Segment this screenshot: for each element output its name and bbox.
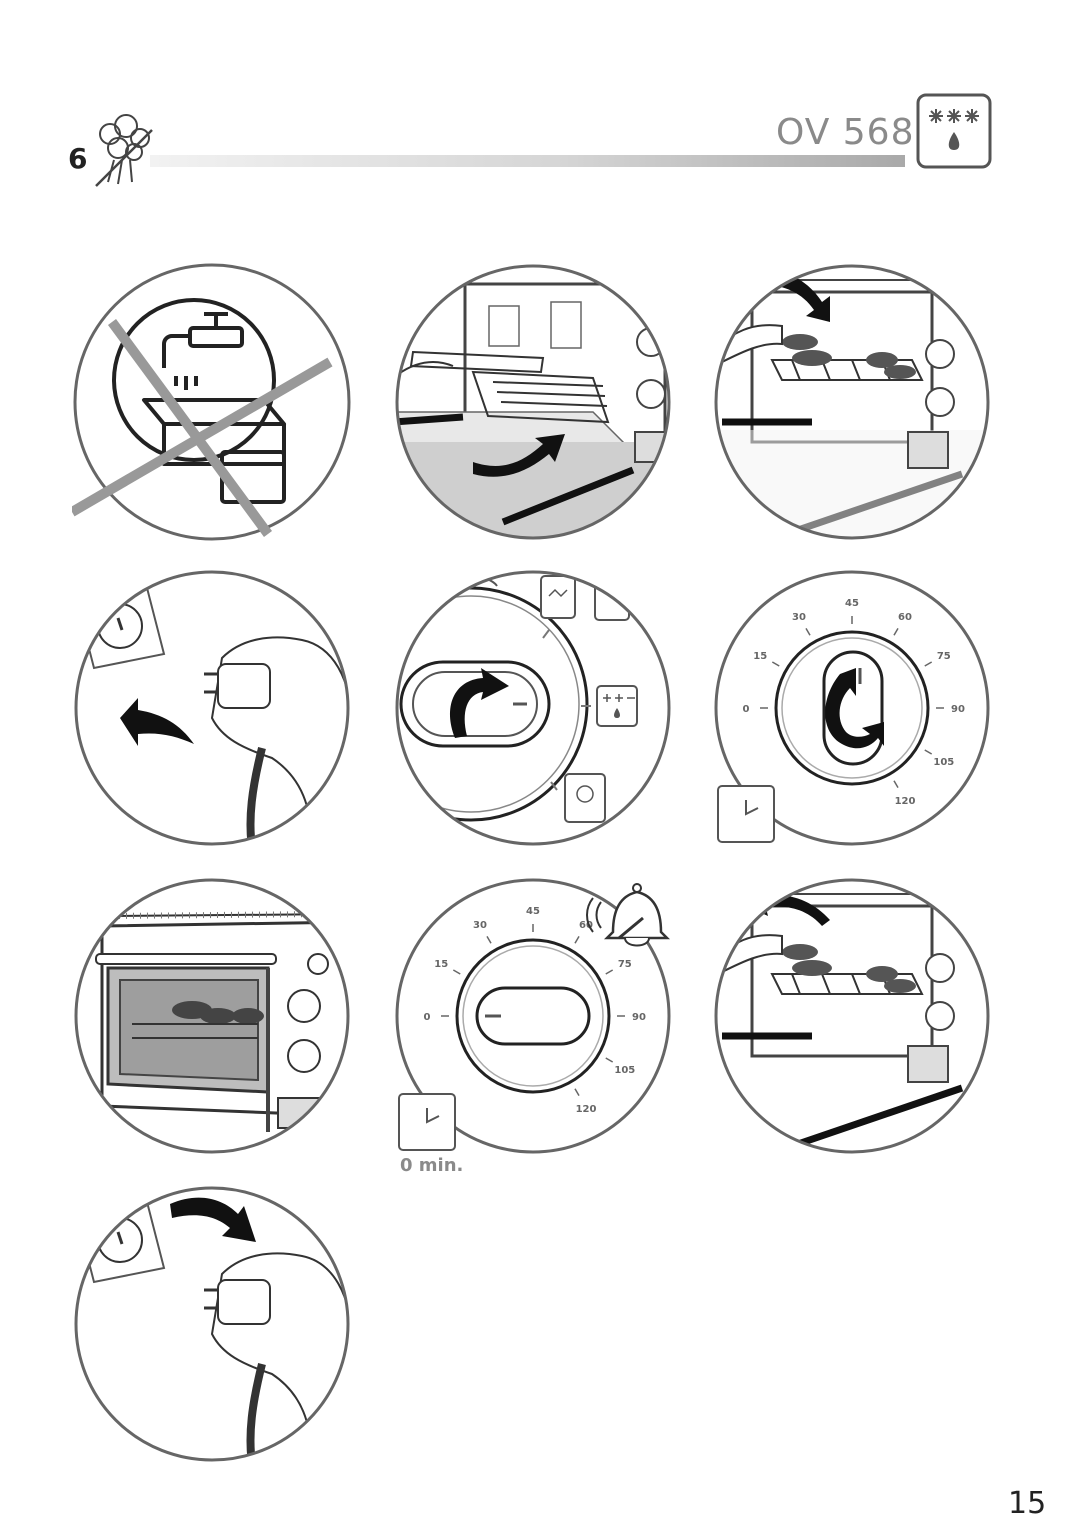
timer-caption: 0 min. bbox=[400, 1155, 464, 1176]
defrost-snowflake-drop-icon bbox=[916, 93, 992, 169]
dial-tick bbox=[574, 935, 580, 944]
mode-selector-icon bbox=[395, 570, 671, 846]
dial-label: 90 bbox=[951, 704, 965, 715]
dial-tick bbox=[924, 661, 933, 667]
dial-label: 15 bbox=[434, 959, 448, 970]
dial-label: 75 bbox=[937, 651, 951, 662]
timer-bell-icon: 0 15 30 45 60 75 90 105 120 bbox=[395, 878, 671, 1154]
step-unplug-appliance bbox=[72, 1184, 352, 1464]
dial-label: 0 bbox=[424, 1012, 431, 1023]
steam-clean-icon bbox=[95, 114, 153, 187]
dial-label: 45 bbox=[845, 598, 859, 609]
dial-label: 60 bbox=[579, 920, 593, 931]
step-take-out-food bbox=[712, 876, 992, 1156]
step-timer-end-bell: 0 15 30 45 60 75 90 105 120 bbox=[393, 876, 673, 1156]
model-name: OV 5680 bbox=[776, 112, 939, 153]
timer-dial-scale: 0 15 30 45 60 75 90 105 120 bbox=[424, 906, 646, 1115]
dial-label: 120 bbox=[576, 1104, 597, 1115]
step-plug-in-appliance bbox=[72, 568, 352, 848]
section-number: 6 bbox=[68, 142, 88, 175]
step-oven-operating bbox=[72, 876, 352, 1156]
step-select-defrost-mode bbox=[393, 568, 673, 848]
step-set-timer: 0 15 30 45 60 75 90 105 120 bbox=[712, 568, 992, 848]
dial-label: 120 bbox=[895, 796, 916, 807]
dial-label: 90 bbox=[632, 1012, 646, 1023]
dial-label: 60 bbox=[898, 612, 912, 623]
rack-removal-icon bbox=[395, 264, 671, 540]
dial-tick bbox=[574, 1088, 580, 1097]
dial-label: 45 bbox=[526, 906, 540, 917]
dial-tick bbox=[771, 661, 780, 667]
page-number: 15 bbox=[1008, 1486, 1047, 1521]
dial-tick bbox=[605, 1057, 614, 1063]
dial-label: 75 bbox=[618, 959, 632, 970]
step-insert-food-on-rack bbox=[712, 262, 992, 542]
no-tap-water-icon bbox=[72, 263, 351, 541]
header-gradient-bar bbox=[150, 155, 905, 167]
step-no-water-immersion bbox=[72, 262, 352, 542]
step-remove-rack-and-tray bbox=[393, 262, 673, 542]
bell-icon bbox=[586, 883, 671, 947]
dial-tick bbox=[924, 749, 933, 755]
plug-in-icon bbox=[74, 570, 350, 846]
dial-tick bbox=[452, 969, 461, 975]
rack-takeout-icon bbox=[714, 878, 990, 1154]
dial-tick bbox=[893, 627, 899, 636]
rack-insert-icon bbox=[714, 264, 990, 540]
dial-label: 15 bbox=[753, 651, 767, 662]
dial-tick bbox=[486, 935, 492, 944]
dial-label: 30 bbox=[473, 920, 487, 931]
timer-dial-icon: 0 15 30 45 60 75 90 105 120 bbox=[714, 570, 990, 846]
dial-label: 105 bbox=[614, 1065, 635, 1076]
unplug-icon bbox=[74, 1186, 350, 1462]
dial-label: 30 bbox=[792, 612, 806, 623]
dial-tick bbox=[605, 969, 614, 975]
dial-tick bbox=[805, 627, 811, 636]
dial-tick bbox=[893, 780, 899, 789]
timer-dial-scale: 0 15 30 45 60 75 90 105 120 bbox=[743, 598, 965, 807]
dial-label: 0 bbox=[743, 704, 750, 715]
dial-label: 105 bbox=[933, 757, 954, 768]
oven-door-closed-icon bbox=[74, 878, 350, 1154]
